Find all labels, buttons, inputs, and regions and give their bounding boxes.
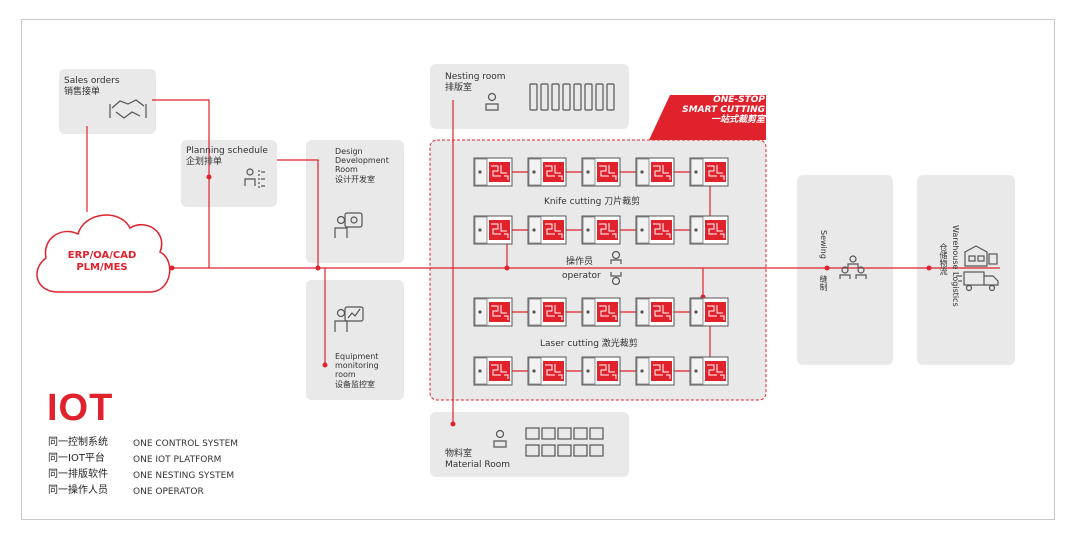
material-operator-icon	[493, 429, 507, 448]
handshake-icon	[109, 99, 147, 119]
sales-orders-box	[59, 69, 156, 134]
erp-label: ERP/OA/CAD PLM/MES	[54, 250, 150, 274]
design-label-2: Development	[335, 156, 389, 165]
sewing-team-icon	[839, 255, 867, 279]
warehouse-building-icon	[964, 245, 998, 267]
cutting-machine-icon	[581, 215, 621, 245]
warehouse-box	[917, 175, 1015, 365]
sewing-label-cn: 缝制	[819, 275, 828, 291]
erp-label-line2: PLM/MES	[76, 262, 128, 273]
laser-cutting-label: Laser cutting 激光裁剪	[540, 339, 638, 349]
design-room-box	[306, 140, 404, 263]
cutting-machine-icon	[473, 356, 513, 386]
cutting-machine-icon	[635, 215, 675, 245]
iot-row-en: ONE IOT PLATFORM	[133, 455, 222, 465]
material-shelf-icons	[525, 427, 604, 457]
sales-orders-label-en: Sales orders	[64, 76, 120, 86]
one-stop-tab	[649, 95, 766, 140]
sales-orders-label-cn: 销售接单	[64, 87, 101, 97]
equipment-label-1: Equipment	[335, 352, 379, 361]
iot-title: IOT	[47, 387, 114, 429]
iot-row-en: ONE CONTROL SYSTEM	[133, 439, 239, 449]
cutting-machine-icon	[473, 297, 513, 327]
delivery-truck-icon	[956, 271, 999, 292]
nesting-room-label-cn: 排版室	[445, 83, 473, 93]
iot-row-cn: 同一排版软件	[48, 469, 108, 480]
design-label-1: Design	[335, 147, 363, 156]
cutting-machine-icon	[581, 297, 621, 327]
cutting-machine-icon	[635, 157, 675, 187]
equipment-room-box	[306, 280, 404, 400]
one-stop-line1: ONE-STOP	[713, 95, 765, 105]
design-label-3: Room	[335, 165, 358, 174]
planning-label-cn: 企划排单	[186, 157, 223, 167]
smart-cutting-dashed-border	[429, 139, 767, 401]
operator-icon	[610, 250, 622, 286]
erp-cloud-icon	[36, 214, 171, 293]
knife-cutting-label: Knife cutting 刀片裁剪	[544, 197, 641, 207]
schedule-person-icon	[244, 168, 265, 188]
erp-label-line1: ERP/OA/CAD	[67, 250, 137, 261]
planning-schedule-box	[181, 140, 277, 207]
sewing-box	[797, 175, 893, 365]
cutting-machine-icon	[689, 356, 729, 386]
sewing-label-en: Sewing	[819, 230, 828, 259]
equipment-label-cn: 设备监控室	[335, 380, 375, 389]
iot-row-cn: 同一IOT平台	[48, 453, 105, 464]
cutting-machine-icon	[689, 157, 729, 187]
iot-row-en: ONE OPERATOR	[133, 487, 204, 497]
cutting-machine-icon	[635, 356, 675, 386]
iot-row-cn: 同一控制系统	[48, 437, 108, 448]
diagram-frame	[21, 19, 1055, 520]
operator-label-cn: 操作员	[566, 257, 594, 267]
planning-label-en: Planning schedule	[186, 146, 268, 156]
material-room-label-en: Material Room	[445, 460, 511, 470]
cutting-machine-icon	[527, 157, 567, 187]
one-stop-line2: SMART CUTTING	[682, 105, 765, 115]
cutting-machine-icon	[527, 215, 567, 245]
equipment-label-3: room	[335, 370, 356, 379]
warehouse-label-cn: 仓储物流	[939, 243, 948, 275]
cutting-machine-icon	[635, 297, 675, 327]
cutting-machine-icon	[473, 157, 513, 187]
cutting-machine-icon	[581, 356, 621, 386]
warehouse-label-en: Warehouse Logistics	[951, 225, 960, 307]
one-stop-label: ONE-STOP SMART CUTTING 一站式裁剪室	[649, 95, 765, 125]
cutting-machine-icon	[527, 356, 567, 386]
operator-label-en: operator	[562, 271, 601, 281]
design-label-cn: 设计开发室	[335, 175, 375, 184]
cutting-machine-icon	[527, 297, 567, 327]
nesting-operator-icon	[485, 92, 499, 111]
designer-presentation-icon	[334, 212, 363, 238]
iot-row-cn: 同一操作人员	[48, 485, 108, 496]
nesting-table-icons	[529, 83, 615, 111]
cutting-machine-icon	[581, 157, 621, 187]
equipment-label-2: monitoring	[335, 361, 379, 370]
cutting-machine-icon	[473, 215, 513, 245]
monitoring-chart-icon	[334, 306, 364, 332]
material-room-label-cn: 物料室	[445, 449, 473, 459]
nesting-room-label-en: Nesting room	[445, 72, 506, 82]
iot-row-en: ONE NESTING SYSTEM	[133, 471, 235, 481]
cutting-machine-icon	[689, 215, 729, 245]
cutting-machine-icon	[689, 297, 729, 327]
cutting-machines	[473, 157, 729, 386]
one-stop-line3: 一站式裁剪室	[710, 115, 765, 125]
connection-dots	[169, 174, 932, 427]
